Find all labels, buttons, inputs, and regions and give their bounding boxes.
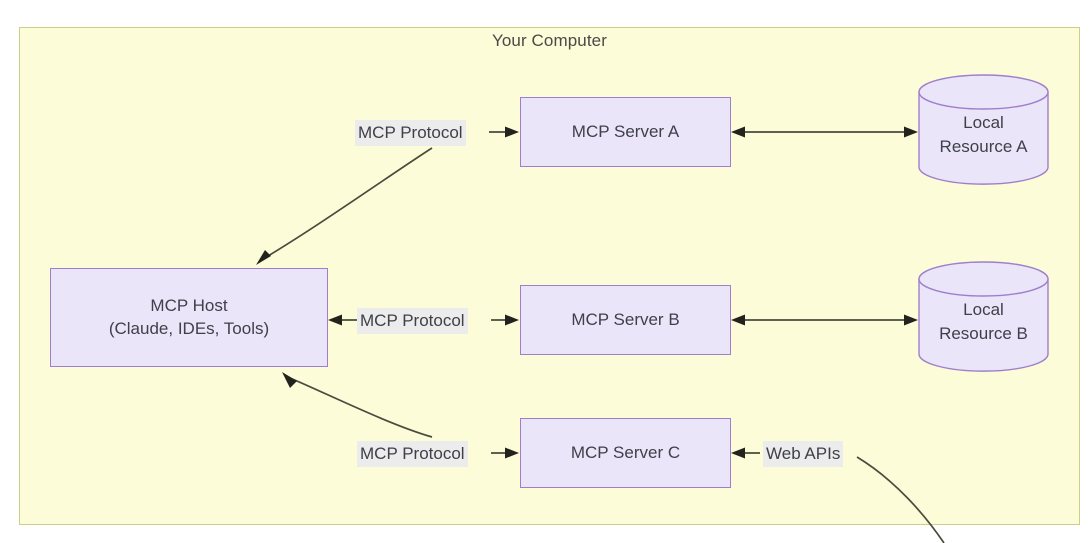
node-mcp-host-line1: MCP Host bbox=[150, 295, 228, 315]
node-mcp-host-line2: (Claude, IDEs, Tools) bbox=[108, 318, 270, 338]
edge-protocol-a-to-host bbox=[256, 147, 433, 265]
edge-label-web-apis: Web APIs bbox=[763, 441, 844, 467]
database-cylinder-icon bbox=[918, 74, 1049, 185]
node-mcp-server-a[interactable]: MCP Server A bbox=[520, 97, 731, 167]
edge-protocol-c-to-server-c bbox=[491, 447, 519, 459]
edge-host-to-protocol-b bbox=[328, 314, 357, 326]
edge-label-protocol-a: MCP Protocol bbox=[355, 120, 466, 146]
edge-server-a-to-resource-a bbox=[731, 126, 918, 138]
node-local-resource-b[interactable]: Local Resource B bbox=[918, 261, 1049, 372]
edge-protocol-b-to-server-b bbox=[491, 314, 519, 326]
node-mcp-server-b[interactable]: MCP Server B bbox=[520, 285, 731, 355]
node-mcp-server-b-label: MCP Server B bbox=[571, 309, 680, 329]
your-computer-title: Your Computer bbox=[491, 31, 607, 50]
database-cylinder-icon bbox=[918, 261, 1049, 372]
edge-label-protocol-b: MCP Protocol bbox=[357, 308, 468, 334]
edge-web-apis-to-server-c bbox=[731, 447, 760, 459]
node-mcp-server-a-label: MCP Server A bbox=[571, 121, 680, 141]
edge-protocol-c-to-host bbox=[282, 372, 433, 438]
edge-web-apis-external bbox=[856, 456, 945, 543]
edge-label-protocol-c: MCP Protocol bbox=[357, 441, 468, 467]
node-mcp-server-c-label: MCP Server C bbox=[570, 442, 681, 462]
edge-protocol-a-to-server-a bbox=[489, 126, 519, 138]
node-mcp-host[interactable]: MCP Host (Claude, IDEs, Tools) bbox=[50, 268, 328, 367]
edge-server-b-to-resource-b bbox=[731, 314, 918, 326]
node-local-resource-a[interactable]: Local Resource A bbox=[918, 74, 1049, 185]
node-mcp-server-c[interactable]: MCP Server C bbox=[520, 418, 731, 488]
